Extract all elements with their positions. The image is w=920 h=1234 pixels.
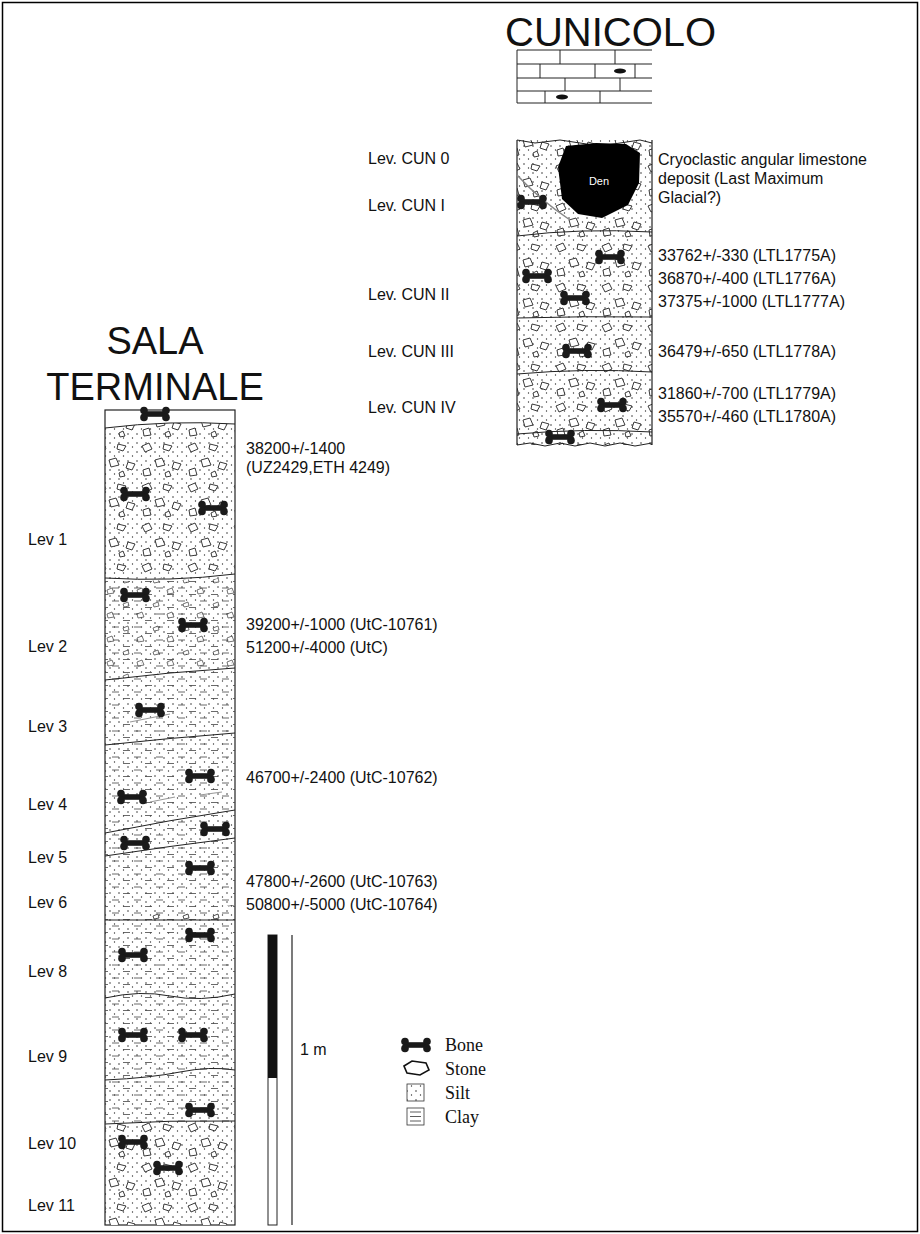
level-name: Lev. CUN II <box>368 285 450 304</box>
column-title: SALA TERMINALE <box>5 318 305 410</box>
date-label: 33762+/-330 (LTL1775A) <box>658 246 836 265</box>
den-cavity: Den <box>556 143 642 219</box>
legend-text: Stone <box>445 1058 486 1080</box>
level-name: Lev 3 <box>28 717 67 736</box>
level-name: Lev 2 <box>28 637 67 656</box>
legend-text: Silt <box>445 1082 470 1104</box>
den-label: Den <box>589 175 609 188</box>
level-name: Lev 9 <box>28 1047 67 1066</box>
level-name: Lev. CUN IV <box>368 398 456 417</box>
deposit-note: Cryoclastic angular limestone deposit (L… <box>658 150 868 207</box>
column-title: CUNICOLO <box>505 8 716 56</box>
level-name: Lev 10 <box>28 1134 76 1153</box>
date-label: 31860+/-700 (LTL1779A) <box>658 384 836 403</box>
level-name: Lev 5 <box>28 848 67 867</box>
level-name: Lev 4 <box>28 795 67 814</box>
date-label: 36479+/-650 (LTL1778A) <box>658 342 836 361</box>
date-label: 47800+/-2600 (UtC-10763) <box>246 872 438 891</box>
level-name: Lev 1 <box>28 530 67 549</box>
date-label: 46700+/-2400 (UtC-10762) <box>246 768 438 787</box>
level-name: Lev 8 <box>28 962 67 981</box>
legend-text: Bone <box>445 1034 483 1056</box>
level-name: Lev. CUN III <box>368 342 454 361</box>
legend-text: Clay <box>445 1106 479 1128</box>
date-label: 39200+/-1000 (UtC-10761) <box>246 615 438 634</box>
date-label: 37375+/-1000 (LTL1777A) <box>658 292 845 311</box>
date-label: 50800+/-5000 (UtC-10764) <box>246 895 438 914</box>
date-label: 36870+/-400 (LTL1776A) <box>658 269 836 288</box>
level-name: Lev. CUN 0 <box>368 149 450 168</box>
scale-label: 1 m <box>300 1040 327 1059</box>
date-label: 38200+/-1400 (UZ2429,ETH 4249) <box>246 439 421 477</box>
date-label: 51200+/-4000 (UtC) <box>246 638 388 657</box>
level-name: Lev. CUN I <box>368 196 445 215</box>
level-name: Lev 11 <box>28 1196 75 1215</box>
date-label: 35570+/-460 (LTL1780A) <box>658 407 836 426</box>
level-name: Lev 6 <box>28 893 67 912</box>
